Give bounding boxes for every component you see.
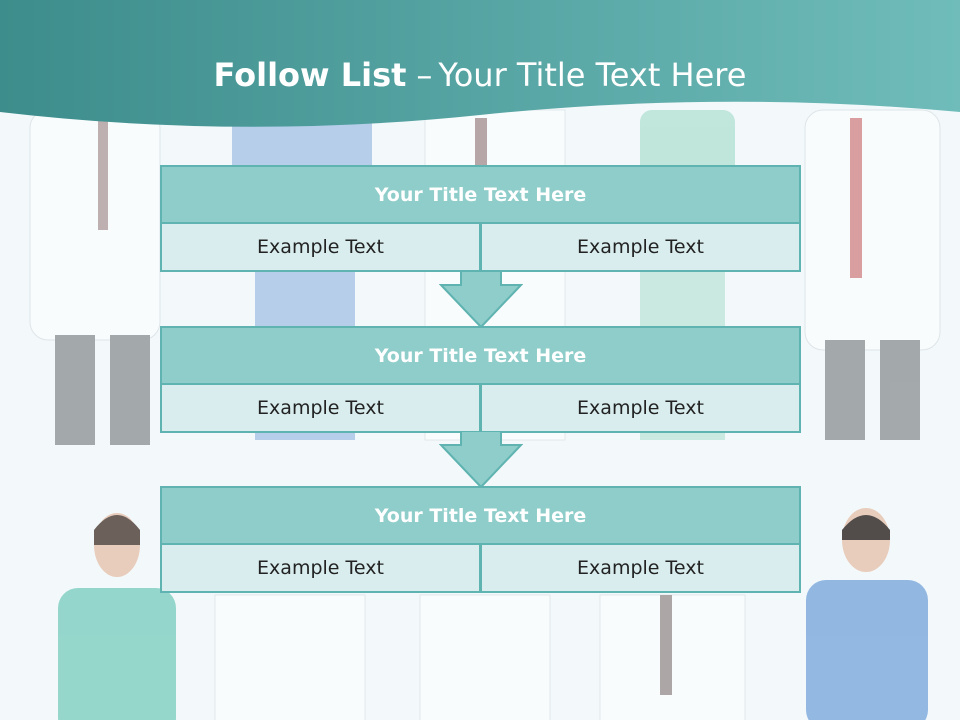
title-subtitle: Your Title Text Here	[438, 56, 747, 94]
step-box-3: Your Title Text Here Example Text Exampl…	[160, 486, 801, 593]
down-arrow-icon	[439, 271, 523, 329]
title-separator: –	[416, 56, 433, 94]
header-banner	[0, 0, 960, 127]
step-1-title: Your Title Text Here	[162, 167, 799, 222]
step-box-1: Your Title Text Here Example Text Exampl…	[160, 165, 801, 272]
step-2-title: Your Title Text Here	[162, 328, 799, 383]
step-1-right-text: Example Text	[482, 224, 799, 270]
step-2-left-text: Example Text	[162, 385, 479, 431]
step-3-right-text: Example Text	[482, 545, 799, 591]
title-bold: Follow List	[213, 56, 407, 94]
step-2-right-text: Example Text	[482, 385, 799, 431]
step-3-title: Your Title Text Here	[162, 488, 799, 543]
down-arrow-icon	[439, 431, 523, 489]
step-box-2: Your Title Text Here Example Text Exampl…	[160, 326, 801, 433]
page-title: Follow List–Your Title Text Here	[0, 52, 960, 98]
step-3-left-text: Example Text	[162, 545, 479, 591]
step-1-left-text: Example Text	[162, 224, 479, 270]
